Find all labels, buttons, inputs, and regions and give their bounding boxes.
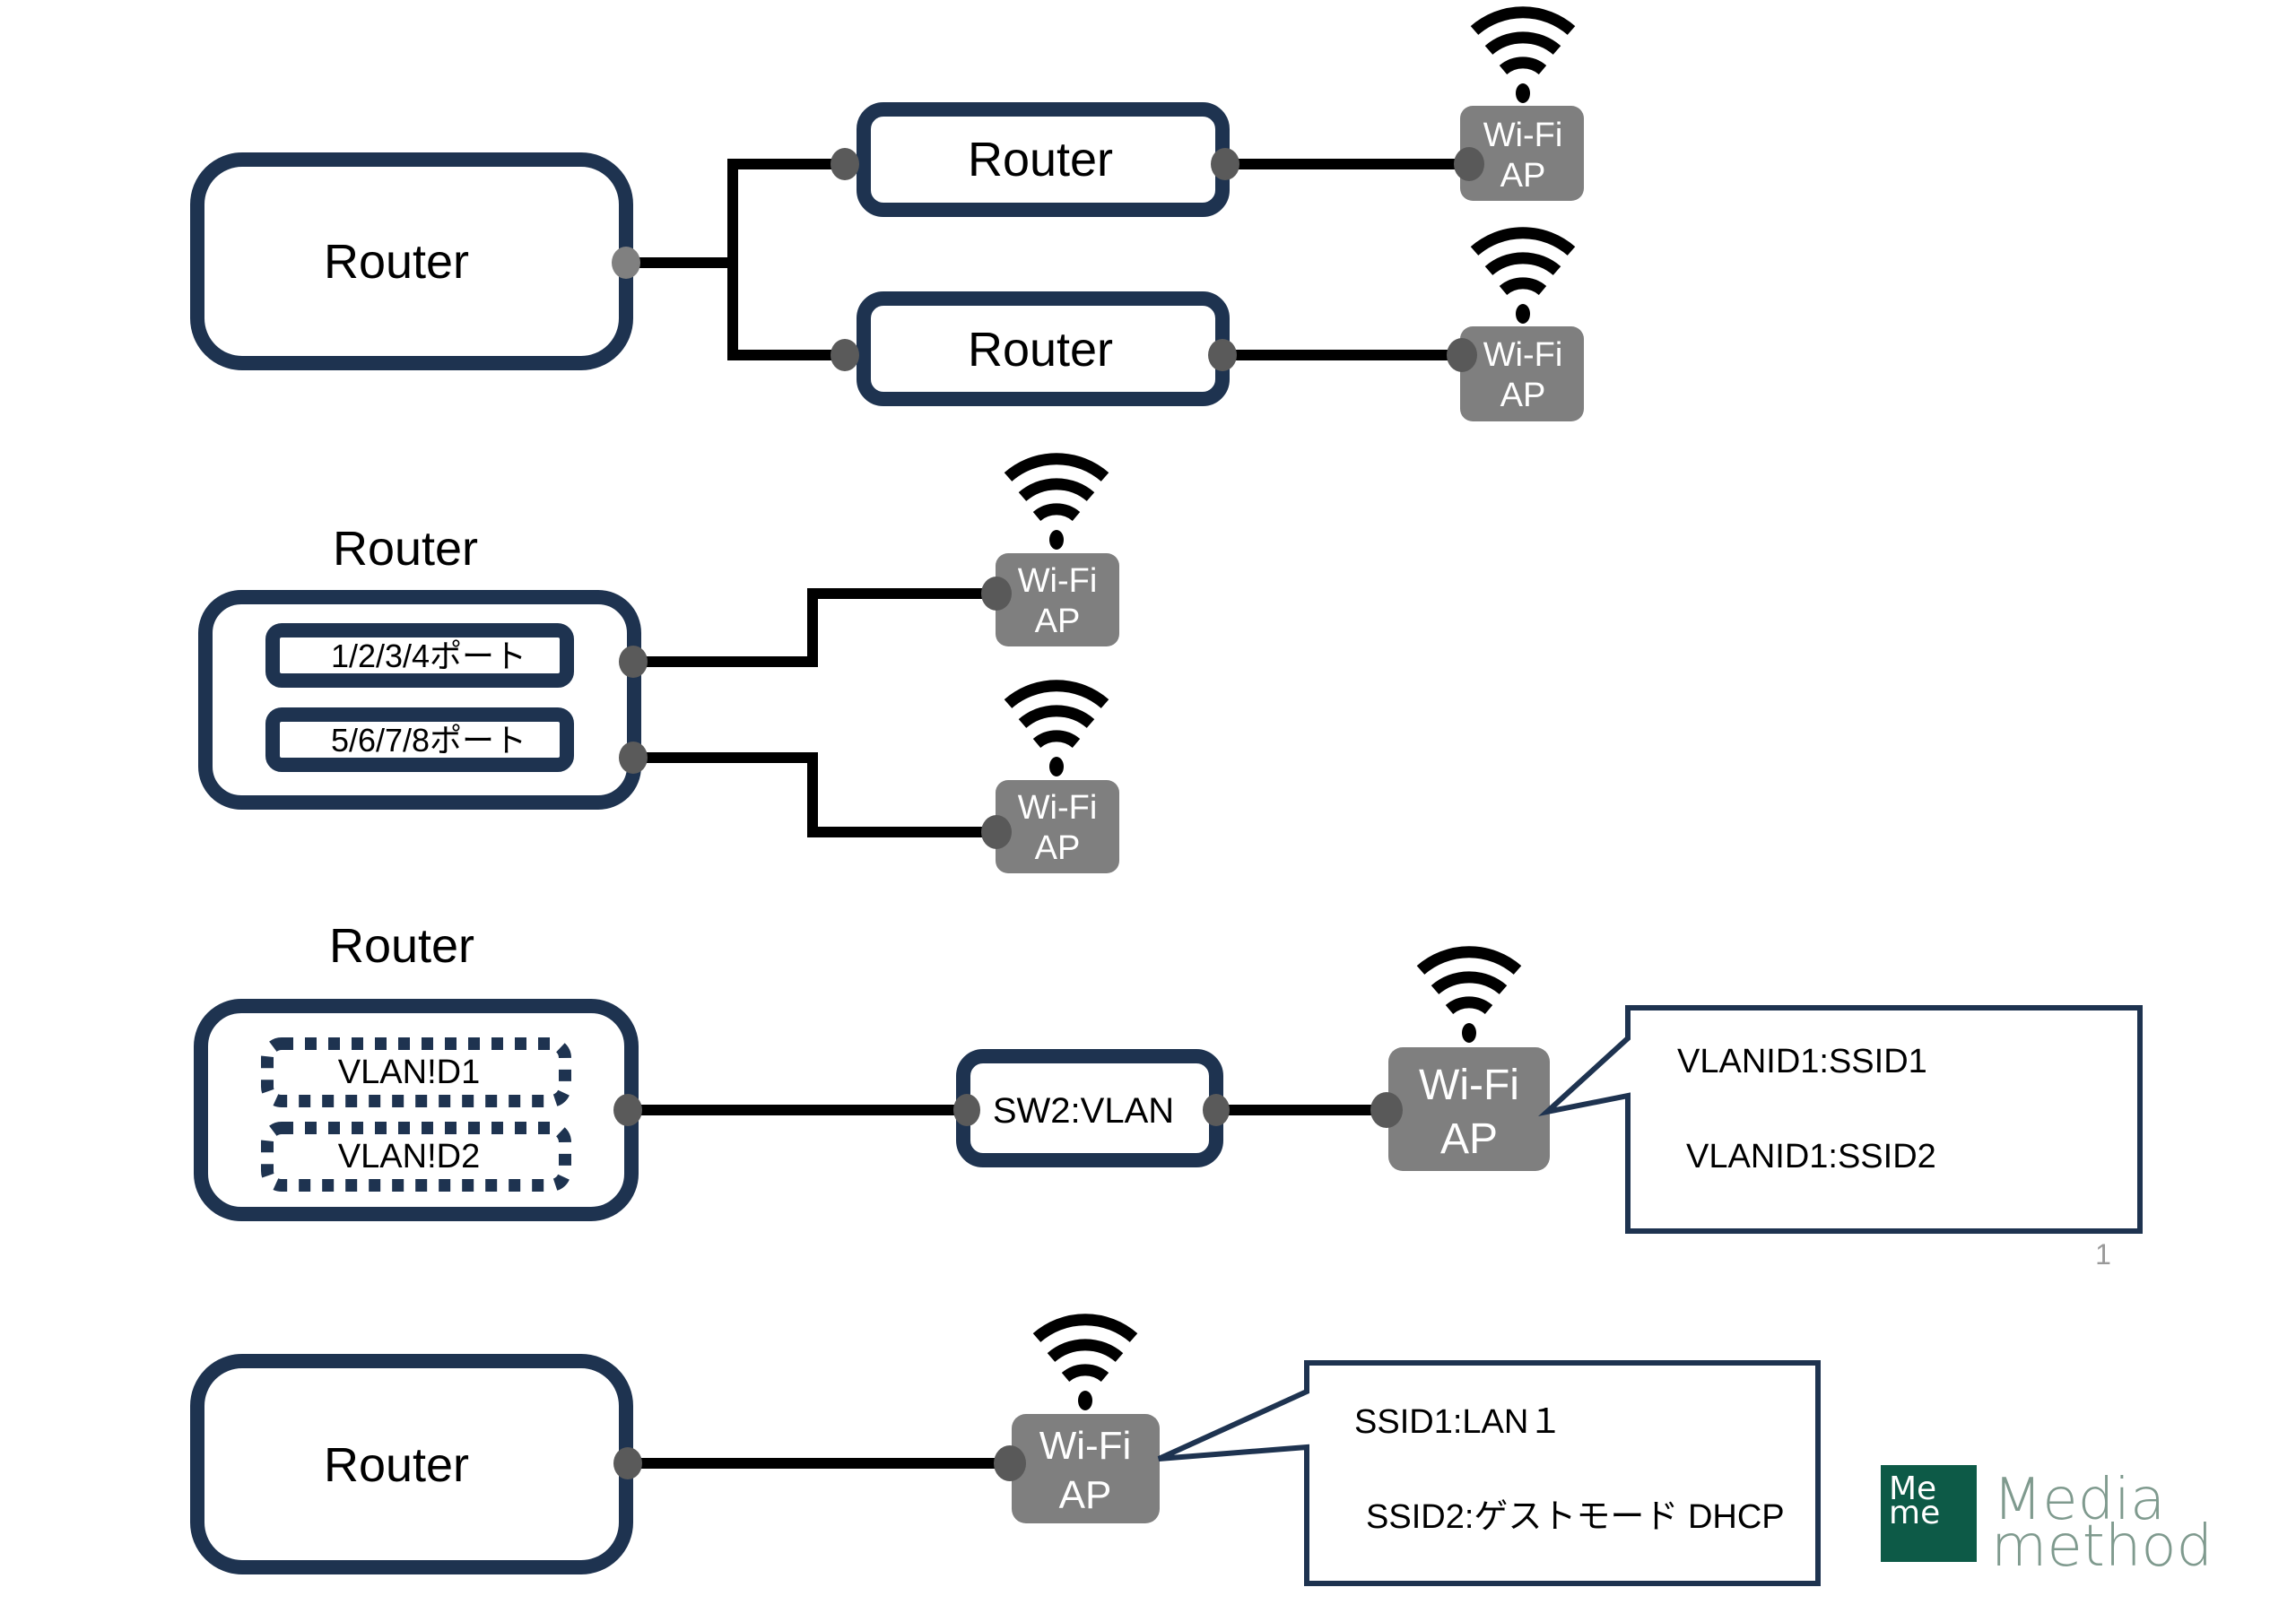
router-title: Router <box>333 522 478 576</box>
ap-label-line1: Wi-Fi <box>1419 1062 1519 1109</box>
router-a-label: Router <box>968 133 1113 186</box>
port-connector <box>981 577 1012 611</box>
ap-label-line1: Wi-Fi <box>1018 562 1098 600</box>
port-connector <box>619 646 648 678</box>
ap-label-line2: AP <box>1035 829 1081 867</box>
vlan-1-label: VLAN!D1 <box>338 1054 480 1091</box>
vlan-group-2[interactable]: VLAN!D2 <box>261 1122 571 1192</box>
switch-label: SW2:VLAN <box>993 1091 1174 1131</box>
port-connector <box>1447 338 1477 372</box>
port-group-1-label: 1/2/3/4ポート <box>331 638 526 674</box>
callout-line-2: SSID2:ゲストモード DHCP <box>1366 1498 1785 1536</box>
section-2-port-groups: Router 1/2/3/4ポート 5/6/7/8ポート Wi-Fi AP <box>198 459 1119 873</box>
port-connector <box>994 1445 1026 1481</box>
media-method-logo: Me me Media method <box>1881 1465 2213 1580</box>
connection-lines <box>633 588 996 837</box>
router-b-label: Router <box>968 323 1113 377</box>
router-b[interactable]: Router <box>831 291 1237 406</box>
logo-mark-bottom: me <box>1889 1495 1940 1531</box>
logo-mark <box>1881 1465 1977 1562</box>
port-connector <box>619 742 648 774</box>
ap-label-line2: AP <box>1035 603 1081 640</box>
wifi-signal-icon <box>1008 686 1105 776</box>
callout-line-1: SSID1:LAN１ <box>1354 1403 1562 1441</box>
section-4-guest-mode: Router Wi-Fi AP SSID1:LAN１ SSID2:ゲストモード … <box>190 1320 1821 1586</box>
logo-mark-top: Me <box>1889 1470 1936 1507</box>
port-connector <box>1211 148 1239 180</box>
wifi-signal-icon <box>1474 13 1571 103</box>
port-connector <box>613 1447 642 1479</box>
router-port-grouping[interactable]: 1/2/3/4ポート 5/6/7/8ポート <box>198 590 648 810</box>
wifi-ap-6[interactable]: Wi-Fi AP <box>994 1320 1160 1523</box>
connection-lines <box>628 159 1469 360</box>
port-group-2[interactable]: 5/6/7/8ポート <box>265 707 574 772</box>
ap-label-line1: Wi-Fi <box>1483 336 1563 374</box>
wifi-signal-icon <box>1037 1320 1134 1410</box>
page-number: 1 <box>2095 1238 2111 1271</box>
callout-line-1: VLANID1:SSID1 <box>1677 1043 1927 1080</box>
wifi-ap-5[interactable]: Wi-Fi AP <box>1370 952 1550 1171</box>
logo-word-media: Media <box>1993 1467 2165 1533</box>
router-label: Router <box>324 1438 469 1492</box>
wifi-ap-1[interactable]: Wi-Fi AP <box>1454 13 1584 201</box>
port-connector <box>831 148 859 180</box>
port-connector <box>1208 339 1237 371</box>
main-router[interactable]: Router <box>190 152 640 370</box>
port-group-1[interactable]: 1/2/3/4ポート <box>265 623 574 688</box>
section-1-cascade-routers: Router Router Router Wi-Fi AP Wi-Fi <box>190 13 1584 421</box>
callout-line-2: VLANID1:SSID2 <box>1686 1138 1936 1175</box>
logo-word-method: method <box>1991 1514 2213 1580</box>
wifi-signal-icon <box>1421 952 1518 1043</box>
ap-label-line1: Wi-Fi <box>1018 789 1098 827</box>
port-connector <box>831 339 859 371</box>
port-connector <box>1454 147 1484 181</box>
wifi-signal-icon <box>1008 459 1105 550</box>
port-group-2-label: 5/6/7/8ポート <box>331 722 526 759</box>
ap-label-line2: AP <box>1440 1115 1498 1163</box>
section-3-vlan: Router VLAN!D1 VLAN!D2 SW2:VLAN <box>194 919 2143 1271</box>
port-connector <box>1370 1092 1403 1128</box>
ap-label-line1: Wi-Fi <box>1483 117 1563 154</box>
ap-label-line2: AP <box>1059 1473 1112 1517</box>
ssid-callout-vlan: VLANID1:SSID1 VLANID1:SSID2 <box>1537 1005 2143 1234</box>
vlan-router[interactable]: VLAN!D1 VLAN!D2 <box>194 999 642 1221</box>
vlan-switch[interactable]: SW2:VLAN <box>953 1049 1230 1167</box>
main-router-label: Router <box>324 235 469 289</box>
ap-label-line2: AP <box>1500 157 1546 195</box>
port-connector <box>981 815 1012 849</box>
router-title: Router <box>329 919 474 973</box>
vlan-group-1[interactable]: VLAN!D1 <box>261 1037 571 1107</box>
ssid-callout-guest: SSID1:LAN１ SSID2:ゲストモード DHCP <box>1157 1360 1821 1586</box>
wifi-ap-2[interactable]: Wi-Fi AP <box>1447 233 1584 421</box>
ap-label-line1: Wi-Fi <box>1039 1424 1132 1468</box>
port-connector <box>953 1094 980 1126</box>
ap-label-line2: AP <box>1500 377 1546 414</box>
wifi-ap-3[interactable]: Wi-Fi AP <box>981 459 1119 646</box>
guest-router[interactable]: Router <box>190 1354 642 1574</box>
wifi-signal-icon <box>1474 233 1571 324</box>
router-a[interactable]: Router <box>831 102 1239 217</box>
port-connector <box>612 247 640 279</box>
wifi-ap-4[interactable]: Wi-Fi AP <box>981 686 1119 873</box>
vlan-2-label: VLAN!D2 <box>338 1138 480 1175</box>
port-connector <box>1203 1094 1230 1126</box>
port-connector <box>613 1094 642 1126</box>
